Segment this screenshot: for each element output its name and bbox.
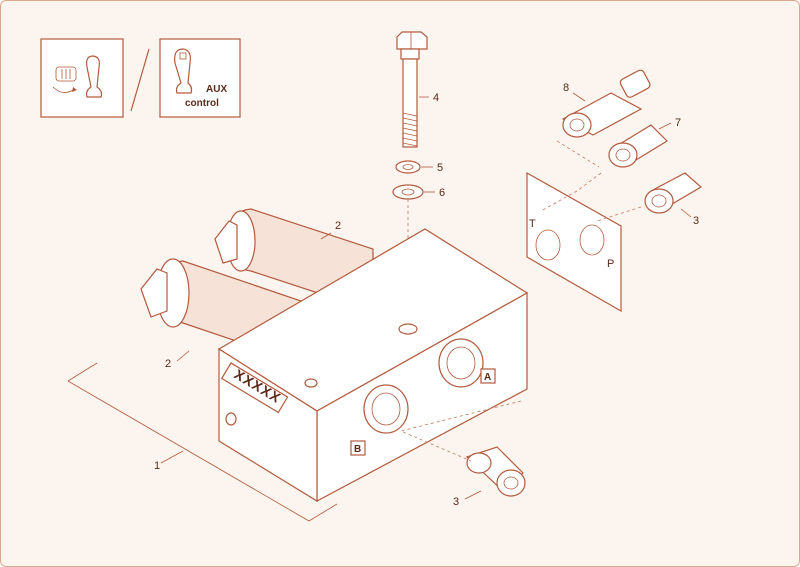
- control-label: control: [185, 98, 219, 109]
- fitting-3-lower: [465, 446, 526, 497]
- washer-6: [392, 184, 424, 200]
- callout-4: 4: [433, 92, 439, 104]
- callout-3-lower: 3: [453, 496, 459, 508]
- callout-2-lower: 2: [165, 358, 171, 370]
- aux-label: AUX: [206, 84, 227, 95]
- port-a-tag: A: [480, 368, 496, 384]
- callout-2-upper: 2: [335, 220, 341, 232]
- port-t-label: T: [529, 218, 536, 230]
- port-b-label: B: [354, 444, 361, 455]
- bolt: [396, 31, 429, 148]
- port-b-tag: B: [350, 440, 366, 456]
- legend-divider: [130, 48, 150, 112]
- callout-7: 7: [675, 117, 681, 129]
- callout-5: 5: [437, 162, 443, 174]
- washer-5: [395, 160, 421, 174]
- fitting-3-upper: [644, 172, 703, 214]
- callout-1: 1: [154, 460, 160, 472]
- legend-aux-control-box: AUX control: [159, 38, 241, 118]
- fitting-7: [608, 124, 668, 168]
- legend-joystick-box: [40, 38, 124, 118]
- callout-3-upper: 3: [693, 215, 699, 227]
- callout-6: 6: [439, 187, 445, 199]
- callout-8: 8: [563, 82, 569, 94]
- port-p-label: P: [607, 258, 614, 270]
- port-a-label: A: [484, 372, 491, 383]
- port-plate: T P: [526, 171, 622, 313]
- fitting-8: [561, 69, 651, 138]
